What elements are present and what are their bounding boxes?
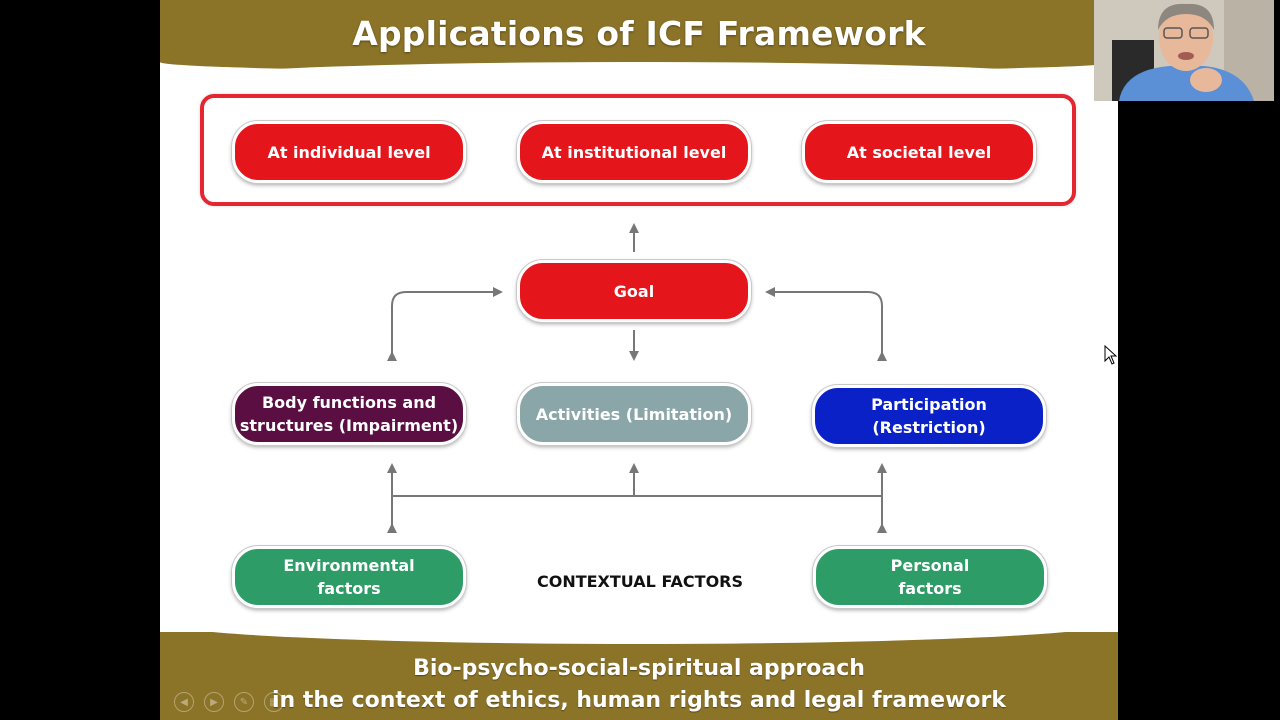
environmental-factors-box: Environmental factors: [232, 546, 466, 608]
play-icon[interactable]: ▶: [204, 692, 224, 712]
contextual-factors-label: CONTEXTUAL FACTORS: [536, 572, 744, 591]
back-icon[interactable]: ◀: [174, 692, 194, 712]
presentation-slide: Applications of ICF Framework At individ…: [160, 0, 1118, 720]
slide-title: Applications of ICF Framework: [352, 14, 926, 53]
personal-factors-box: Personal factors: [813, 546, 1047, 608]
mouse-pointer-icon: [1104, 345, 1118, 365]
pen-icon[interactable]: ✎: [234, 692, 254, 712]
individual-level-box: At individual level: [232, 121, 466, 183]
presenter-video: [1094, 0, 1274, 101]
slides-icon[interactable]: ▦: [264, 692, 284, 712]
header-curve: [160, 62, 1118, 82]
goal-box: Goal: [517, 260, 751, 322]
institutional-level-box: At institutional level: [517, 121, 751, 183]
body-functions-box: Body functions and structures (Impairmen…: [232, 383, 466, 445]
slideshow-controls: ◀ ▶ ✎ ▦: [174, 692, 284, 712]
footer-curve: [160, 622, 1118, 644]
footer-line-2: in the context of ethics, human rights a…: [271, 688, 1007, 713]
footer-line-1: Bio-psycho-social-spiritual approach: [413, 656, 865, 681]
activities-box: Activities (Limitation): [517, 383, 751, 445]
connector-arrows: [387, 223, 887, 533]
societal-level-box: At societal level: [802, 121, 1036, 183]
header-band: [160, 0, 1118, 72]
webcam-feed: [1094, 0, 1274, 101]
footer-band: [160, 632, 1118, 720]
participation-box: Participation (Restriction): [812, 385, 1046, 447]
